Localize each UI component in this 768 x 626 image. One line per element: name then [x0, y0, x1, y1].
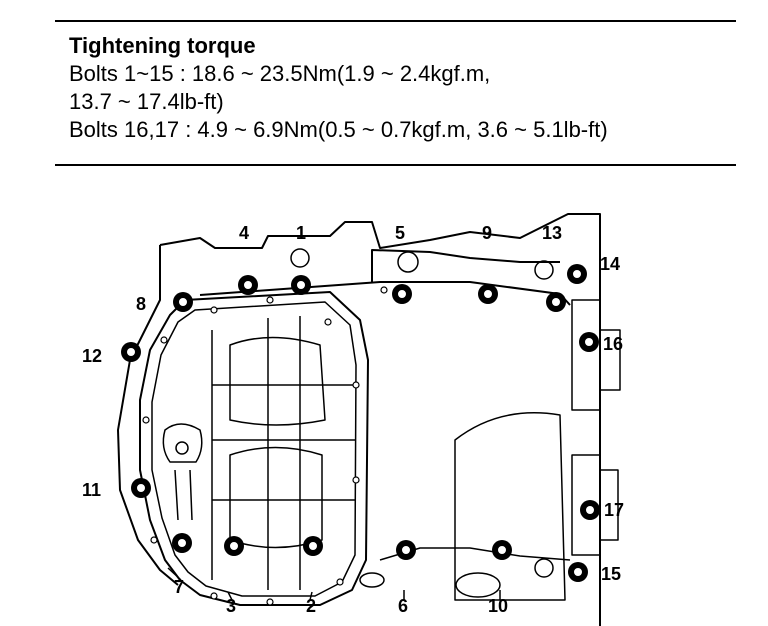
bolt-labels: 4 1 5 9 13 14 8 12 16 11 17 15 7 3 2 6 1…	[82, 223, 624, 616]
bolt-label-5: 5	[395, 223, 405, 243]
bolt-11	[131, 478, 151, 498]
bolt-label-15: 15	[601, 564, 621, 584]
torque-spec-line-2: 13.7 ~ 17.4lb-ft)	[69, 89, 224, 114]
bolt-5	[392, 284, 412, 304]
bolt-6	[396, 540, 416, 560]
top-rule	[55, 20, 736, 22]
bolt-label-2: 2	[306, 596, 316, 616]
bolt-13	[546, 292, 566, 312]
bolt-heads	[121, 264, 600, 582]
bolt-label-16: 16	[603, 334, 623, 354]
bolt-label-1: 1	[296, 223, 306, 243]
bolt-label-12: 12	[82, 346, 102, 366]
torque-spec-line-1: Bolts 1~15 : 18.6 ~ 23.5Nm(1.9 ~ 2.4kgf.…	[69, 61, 491, 86]
bolt-4	[238, 275, 258, 295]
torque-spec-line-3: Bolts 16,17 : 4.9 ~ 6.9Nm(0.5 ~ 0.7kgf.m…	[69, 117, 608, 142]
housing-outline	[117, 213, 621, 626]
bolt-label-7: 7	[174, 577, 184, 597]
bolt-3	[224, 536, 244, 556]
bolt-label-6: 6	[398, 596, 408, 616]
bolt-17	[580, 500, 600, 520]
gasket-locator-dots	[142, 286, 388, 606]
bolt-label-17: 17	[604, 500, 624, 520]
bolt-label-9: 9	[482, 223, 492, 243]
bolt-12	[121, 342, 141, 362]
bottom-rule	[55, 164, 736, 166]
leader-lines	[167, 567, 501, 601]
bolt-14	[567, 264, 587, 284]
bolt-label-4: 4	[239, 223, 249, 243]
bolt-8	[173, 292, 193, 312]
bolt-label-11: 11	[82, 480, 101, 500]
bolt-1	[291, 275, 311, 295]
bolt-9	[478, 284, 498, 304]
bolt-2	[303, 536, 323, 556]
bolt-label-8: 8	[136, 294, 146, 314]
bolt-label-14: 14	[600, 254, 620, 274]
bolt-label-3: 3	[226, 596, 236, 616]
bolt-10	[492, 540, 512, 560]
torque-spec-block: Tightening torque Bolts 1~15 : 18.6 ~ 23…	[69, 32, 749, 144]
bolt-7	[172, 533, 192, 553]
bolt-label-13: 13	[542, 223, 562, 243]
bolt-15	[568, 562, 588, 582]
bolt-label-10: 10	[488, 596, 508, 616]
bolt-16	[579, 332, 599, 352]
torque-spec-title: Tightening torque	[69, 33, 256, 58]
